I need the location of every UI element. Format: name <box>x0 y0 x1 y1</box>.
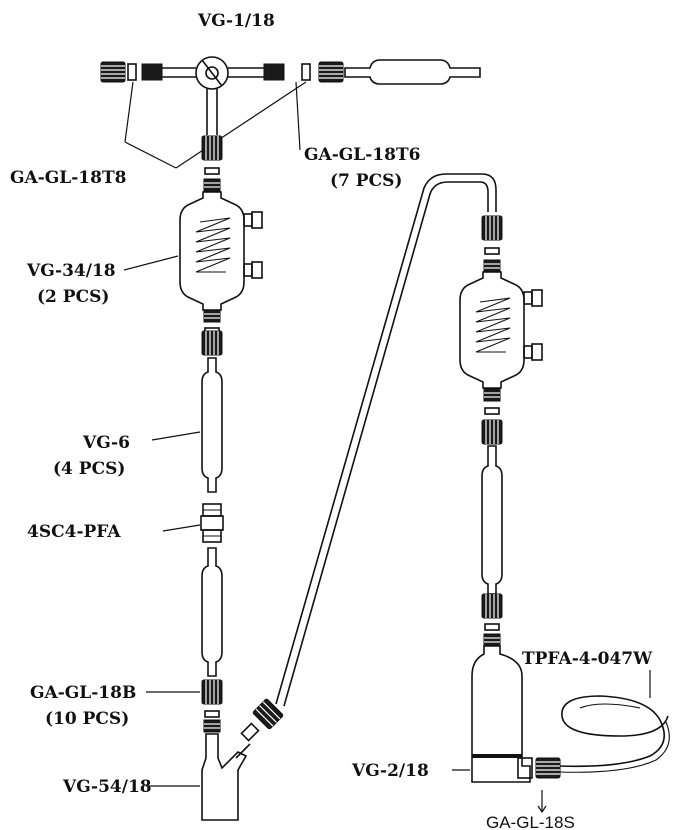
cap-right-3 <box>481 593 503 619</box>
label-ga-gl-18b: GA-GL-18B <box>30 683 136 703</box>
cap-right-2 <box>481 419 503 445</box>
vg-1-18-manifold <box>100 56 481 135</box>
vg-6-tube-left-2 <box>201 547 223 677</box>
label-ga-gl-18b-qty: (10 PCS) <box>45 709 129 729</box>
angled-cap <box>252 698 284 730</box>
4sc4-pfa-union <box>200 503 224 543</box>
ptfe-tubing <box>275 173 497 705</box>
label-vg-54-18: VG-54/18 <box>62 777 152 797</box>
vg-2-18-bottle <box>471 645 533 783</box>
right-gasket <box>301 63 311 81</box>
cap-left-3 <box>201 679 223 705</box>
cap-ga-gl-18s <box>535 757 561 779</box>
cap-right-1 <box>481 215 503 241</box>
right-cap <box>318 61 344 83</box>
thread-right-2 <box>483 388 501 402</box>
vg-6-tube-left-1 <box>201 357 223 493</box>
left-gasket <box>127 63 137 81</box>
vg-6-tube-top <box>344 59 481 85</box>
thread-left-3 <box>203 719 221 733</box>
cap-left-2 <box>201 330 223 356</box>
label-vg-1-18: VG-1/18 <box>197 11 275 31</box>
vg-54-18-bottle <box>201 733 251 821</box>
vg-6-tube-right <box>481 445 503 595</box>
label-tpfa-4-047w: TPFA-4-047W <box>522 649 653 669</box>
left-cap <box>100 61 126 83</box>
label-vg-6-qty: (4 PCS) <box>53 459 125 479</box>
thread-left-1 <box>203 178 221 192</box>
thread-left-2 <box>203 309 221 323</box>
vg-34-18-condenser-right <box>459 271 543 389</box>
leader-t8 <box>175 81 307 169</box>
thread-right-1 <box>483 259 501 273</box>
label-4sc4-pfa: 4SC4-PFA <box>27 522 121 542</box>
label-vg-34-18-qty: (2 PCS) <box>37 287 109 307</box>
vg-34-18-condenser-left <box>179 191 263 311</box>
label-ga-gl-18t6: GA-GL-18T6 <box>304 145 420 165</box>
label-vg-2-18: VG-2/18 <box>351 761 429 781</box>
tpfa-tubing-coil <box>559 695 670 773</box>
label-ga-gl-18s: GA-GL-18S <box>486 813 575 830</box>
thread-right-3 <box>483 633 501 647</box>
label-ga-gl-18t8: GA-GL-18T8 <box>10 168 126 188</box>
label-vg-6: VG-6 <box>82 433 130 453</box>
cap-left-1 <box>201 135 223 161</box>
label-vg-34-18: VG-34/18 <box>26 261 116 281</box>
label-ga-gl-18t6-qty: (7 PCS) <box>330 171 402 191</box>
